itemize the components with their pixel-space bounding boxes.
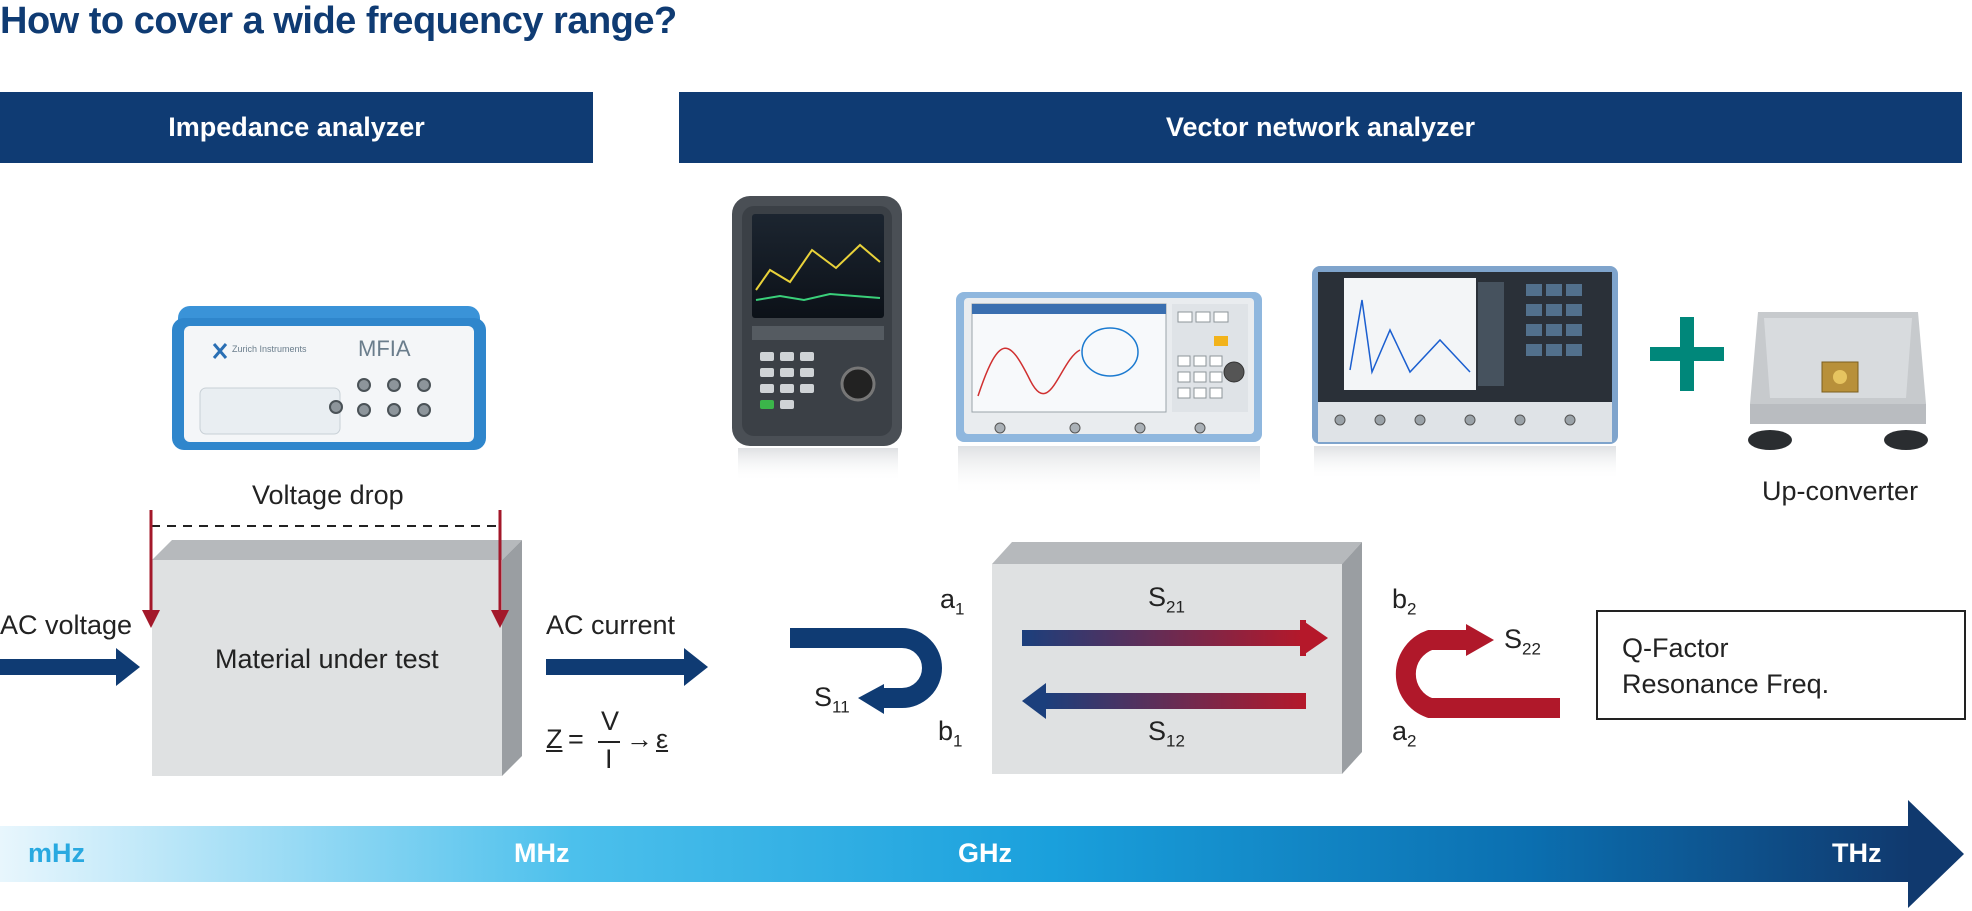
mfia-model: MFIA	[358, 336, 411, 361]
s22-label: S22	[1504, 624, 1541, 659]
freq-label-mhz: MHz	[514, 838, 570, 868]
impedance-formula: Z = V I → ε	[546, 706, 686, 776]
q-factor-line: Q-Factor	[1622, 633, 1729, 663]
s11-reflection-arrow	[790, 628, 942, 714]
s21-label: S21	[1148, 582, 1185, 617]
formula-fraction-bar	[598, 741, 620, 743]
formula-equals: =	[568, 724, 584, 754]
voltage-drop-label: Voltage drop	[252, 480, 404, 510]
zurich-instruments-logo-icon	[212, 343, 228, 359]
formula-epsilon: ε	[656, 724, 669, 754]
ac-voltage-arrow	[0, 648, 140, 686]
bench-vna-image	[956, 292, 1262, 496]
page-title: How to cover a wide frequency range?	[0, 0, 677, 42]
ac-voltage-label: AC voltage	[0, 610, 133, 640]
impedance-analyzer-label: Impedance analyzer	[168, 112, 425, 142]
formula-v: V	[601, 706, 620, 736]
freq-label-thz: THz	[1832, 838, 1882, 868]
two-port-block	[992, 542, 1362, 774]
handheld-vna-image	[732, 196, 902, 482]
vector-network-analyzer-banner: Vector network analyzer	[679, 92, 1962, 163]
material-under-test-block	[152, 540, 522, 776]
a1-label: a1	[940, 584, 965, 619]
b1-label: b1	[938, 716, 963, 751]
a2-label: a2	[1392, 716, 1417, 751]
formula-arrow: →	[626, 724, 653, 754]
vector-network-analyzer-label: Vector network analyzer	[1165, 112, 1476, 142]
voltage-drop-bracket	[142, 510, 509, 628]
resonance-freq-line: Resonance Freq.	[1622, 669, 1830, 699]
formula-i: I	[605, 744, 613, 774]
freq-label-mhz-low: mHz	[28, 838, 86, 868]
b2-label: b2	[1392, 584, 1417, 619]
material-under-test-label: Material under test	[215, 644, 439, 674]
s22-reflection-arrow	[1395, 624, 1560, 718]
ac-current-arrow	[546, 648, 708, 686]
mfia-device-image: Zurich Instruments MFIA	[172, 306, 486, 450]
s12-arrow	[1022, 683, 1306, 719]
up-converter-image	[1748, 312, 1928, 450]
plus-icon	[1650, 317, 1724, 391]
s11-label: S11	[814, 682, 850, 717]
large-vna-image	[1312, 266, 1618, 480]
ac-current-label: AC current	[546, 610, 676, 640]
up-converter-label: Up-converter	[1762, 476, 1919, 506]
impedance-analyzer-banner: Impedance analyzer	[0, 92, 593, 163]
s21-arrow	[1022, 620, 1328, 656]
frequency-scale-arrow	[0, 800, 1964, 908]
formula-z: Z	[546, 724, 563, 754]
mfia-brand: Zurich Instruments	[232, 344, 307, 354]
freq-label-ghz: GHz	[958, 838, 1012, 868]
q-factor-box: Q-Factor Resonance Freq.	[1596, 610, 1966, 720]
s12-label: S12	[1148, 716, 1185, 751]
